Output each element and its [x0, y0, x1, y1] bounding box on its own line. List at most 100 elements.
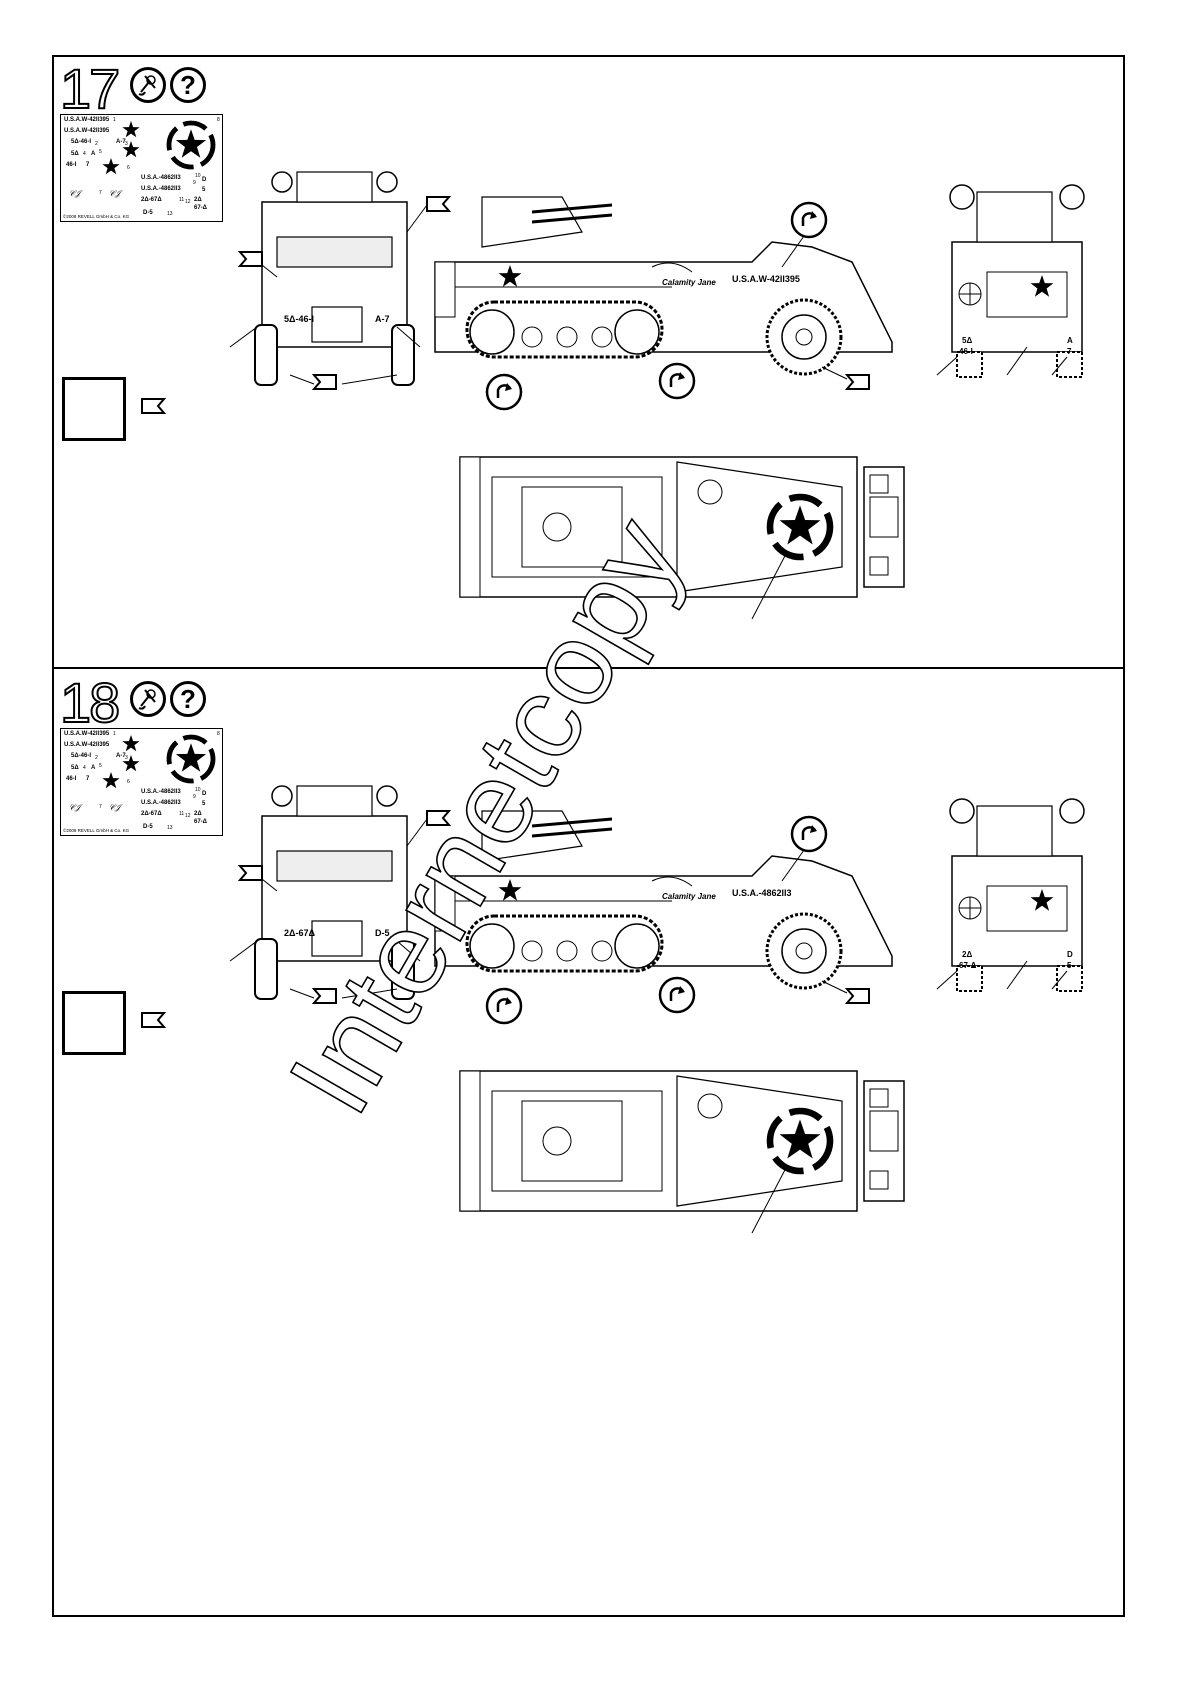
star-roundel	[766, 1107, 834, 1175]
decal-index: 2	[95, 755, 98, 761]
step-number: 18	[59, 671, 121, 734]
step-divider	[52, 667, 1125, 669]
side-serial-decal: U.S.A.W-42ll395	[732, 274, 800, 284]
calamity-jane-script: 𝒞𝒥	[109, 189, 121, 198]
flag-icon	[844, 374, 870, 390]
rear-left-bottom-decal: 46-I	[959, 347, 973, 356]
decal-text: 46-I	[66, 776, 77, 782]
paint-color-box	[62, 991, 126, 1055]
decal-index: 1	[113, 117, 116, 123]
rear-left-top-decal: 5Δ	[962, 336, 972, 345]
decal-sheet: U.S.A.W-42ll395 U.S.A.W-42ll395 5Δ-46-I …	[60, 114, 223, 222]
rotate-icon	[790, 201, 828, 239]
rear-right-bottom-decal: 5	[1067, 961, 1072, 970]
side-serial-decal: U.S.A.-4862ll3	[732, 888, 792, 898]
decal-index: 11	[179, 197, 185, 203]
calamity-jane-script: 𝒞𝒥	[109, 803, 121, 812]
decal-text: 2Δ-67Δ	[141, 811, 162, 817]
star-roundel	[166, 120, 216, 170]
decal-index: 12	[185, 199, 191, 205]
rotate-icon	[485, 373, 523, 411]
decal-text: D	[202, 177, 207, 183]
front-left-decal: 2Δ-67Δ	[284, 928, 315, 938]
decal-index: 12	[185, 813, 191, 819]
decal-index: 4	[83, 765, 86, 771]
decal-text: U.S.A.-4862ll3	[141, 186, 181, 192]
decal-text: A-7	[116, 139, 126, 145]
decal-index: 6	[127, 165, 130, 171]
decal-index: 4	[83, 151, 86, 157]
decal-text: A-7	[116, 753, 126, 759]
decal-text: U.S.A.W-42ll395	[64, 742, 110, 748]
decal-text: 5	[202, 801, 206, 807]
decal-index: 8	[217, 731, 220, 737]
flag-icon	[426, 810, 452, 826]
decal-index: 11	[179, 811, 185, 817]
paint-brush-icon	[130, 681, 166, 717]
vehicle-diagrams: 5Δ-46-I A-7	[229, 171, 1085, 620]
flag-icon	[426, 196, 452, 212]
decal-text: 5Δ	[71, 151, 79, 157]
decal-index: 3	[125, 755, 128, 761]
top-view	[459, 1070, 905, 1234]
decal-index: 10	[195, 173, 201, 179]
front-left-decal: 5Δ-46-I	[284, 314, 314, 324]
front-right-decal: A-7	[375, 314, 390, 324]
rear-right-bottom-decal: 7	[1067, 347, 1072, 356]
star-roundel	[766, 493, 834, 561]
calamity-jane-script: 𝒞𝒥	[69, 189, 81, 198]
flag-icon	[311, 988, 337, 1004]
flag-icon	[237, 865, 263, 881]
vehicle-diagrams: 2Δ-67Δ D-5	[229, 785, 1085, 1234]
decal-text: U.S.A.W-42ll395	[64, 731, 110, 737]
rotate-icon	[658, 362, 696, 400]
decal-index: 2	[95, 141, 98, 147]
decal-sheet: U.S.A.W-42ll395 U.S.A.W-42ll395 5Δ-46-I …	[60, 728, 223, 836]
decal-text: U.S.A.W-42ll395	[64, 117, 110, 123]
side-view: U.S.A.-4862ll3 Calamity Jane	[434, 810, 893, 1025]
decal-index: 8	[217, 117, 220, 123]
decal-symbols	[102, 120, 216, 175]
decal-text: 67-Δ	[194, 819, 207, 825]
question-icon: ?	[170, 681, 206, 717]
decal-text: U.S.A.-4862ll3	[141, 800, 181, 806]
decal-index: 5	[99, 763, 102, 769]
decal-symbols	[102, 734, 216, 789]
decal-index: 6	[127, 779, 130, 785]
decal-text: 2Δ	[194, 811, 202, 817]
star-roundel	[166, 734, 216, 784]
rear-left-bottom-decal: 67-Δ	[959, 961, 977, 970]
decal-index: 9	[193, 794, 196, 800]
decal-text: 5Δ	[71, 765, 79, 771]
decal-text: 7	[86, 776, 90, 782]
decal-text: D-5	[143, 824, 153, 830]
decal-text: 5Δ-46-I	[71, 753, 91, 759]
decal-index: 13	[167, 825, 173, 831]
decal-text: 5	[202, 187, 206, 193]
decal-index: 5	[99, 149, 102, 155]
decal-index: 7	[99, 190, 102, 196]
rear-view: 5Δ 46-I A 7	[936, 184, 1085, 378]
calamity-jane-script: 𝒞𝒥	[69, 803, 81, 812]
decal-text: A	[91, 151, 96, 157]
flag-icon	[311, 374, 337, 390]
decal-text: 2Δ-67Δ	[141, 197, 162, 203]
calamity-jane-side: Calamity Jane	[662, 278, 716, 287]
decal-text: D	[202, 791, 207, 797]
decal-index: 7	[99, 804, 102, 810]
flag-icon	[141, 398, 167, 414]
decal-text: U.S.A.-4862ll3	[141, 175, 181, 181]
rear-view: 2Δ 67-Δ D 5	[936, 798, 1085, 992]
front-view: 2Δ-67Δ D-5	[229, 785, 452, 1004]
decal-text: U.S.A.-4862ll3	[141, 789, 181, 795]
step-17: 1 7 ? U.S.A.W-42ll395 U.S.A.W-42ll395 5Δ-…	[52, 57, 1125, 669]
front-right-decal: D-5	[375, 928, 390, 938]
decal-text: U.S.A.W-42ll395	[64, 128, 110, 134]
rear-left-top-decal: 2Δ	[962, 950, 972, 959]
flag-icon	[141, 1012, 167, 1028]
rotate-icon	[658, 976, 696, 1014]
question-icon: ?	[170, 67, 206, 103]
rotate-icon	[790, 815, 828, 853]
side-view: U.S.A.W-42ll395 Calamity Jane	[434, 196, 893, 411]
rotate-icon	[485, 987, 523, 1025]
